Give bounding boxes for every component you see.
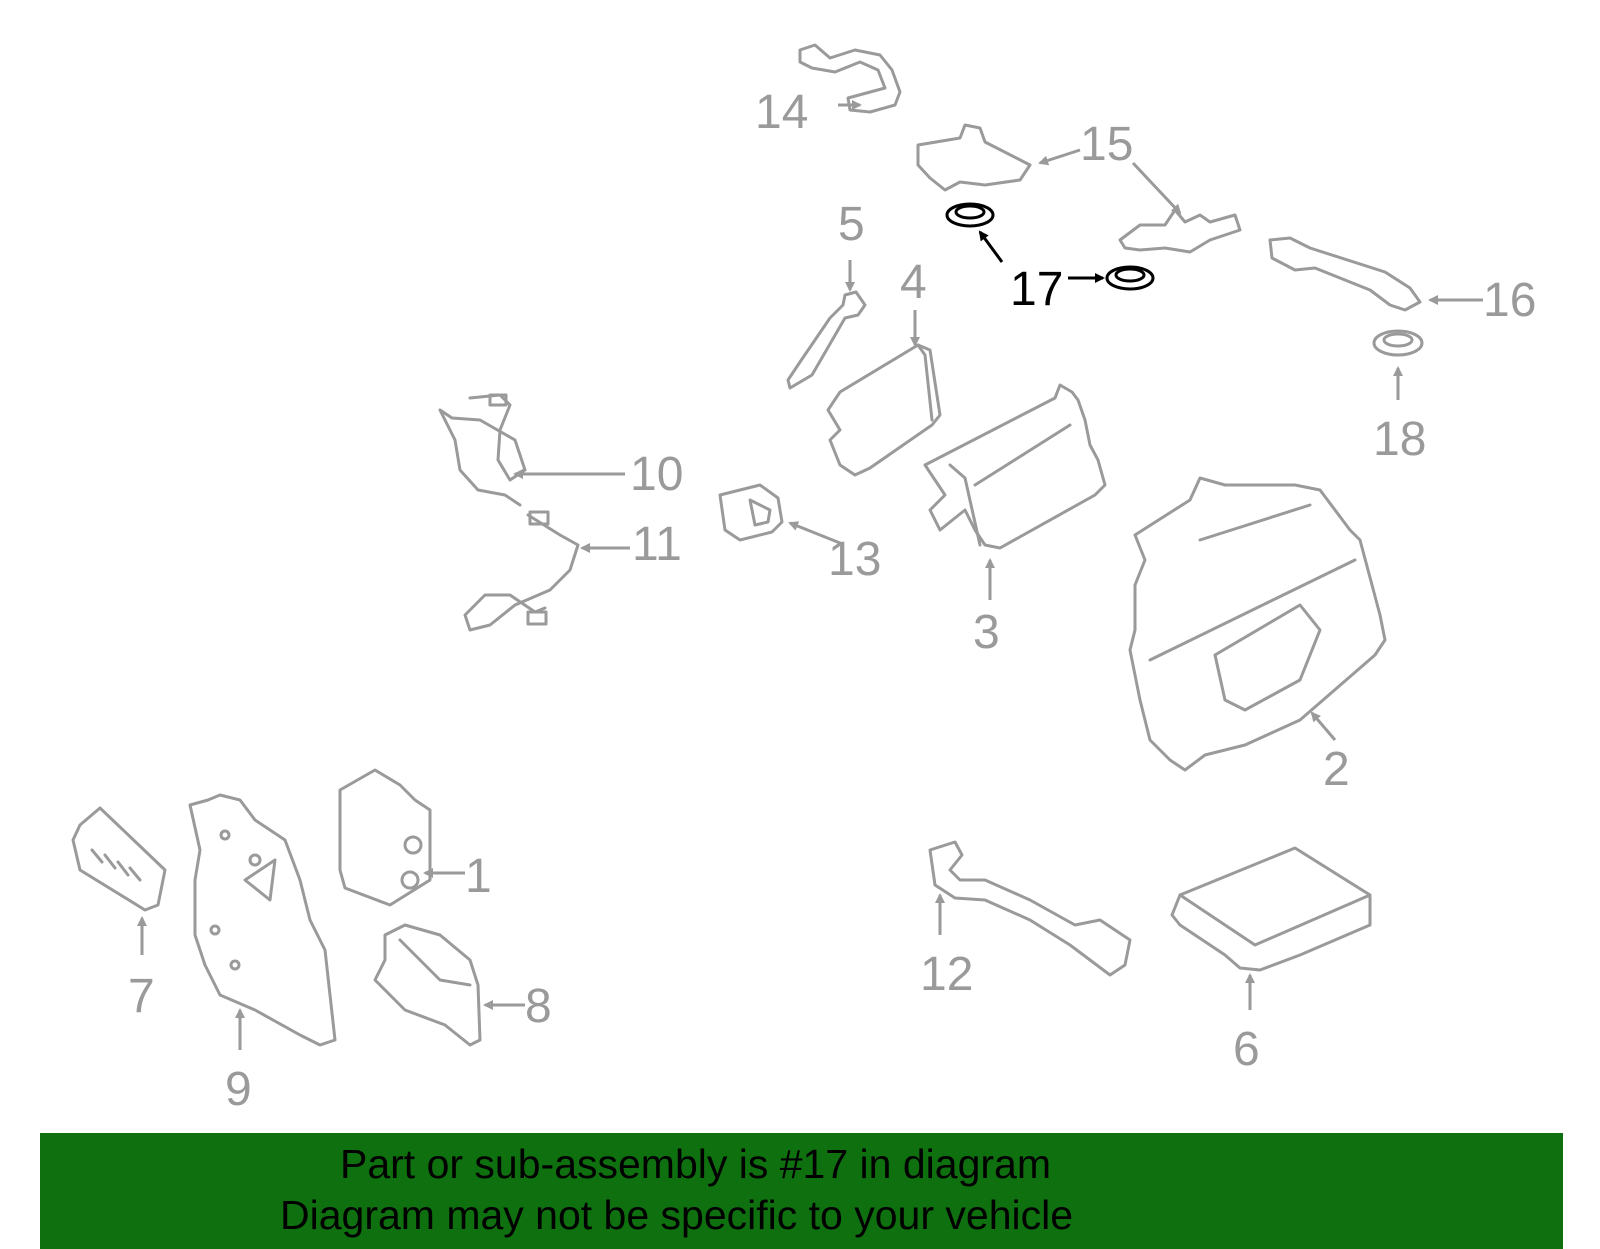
callout-6: 6 — [1233, 1023, 1260, 1076]
part-16[interactable]: 16 — [1268, 236, 1536, 327]
callout-11: 11 — [632, 518, 682, 571]
part-15[interactable]: 15 — [916, 118, 1242, 254]
part-6[interactable]: 6 — [1170, 846, 1372, 1076]
part-9[interactable]: 9 — [188, 793, 337, 1116]
part-17[interactable]: 17 — [945, 202, 1155, 316]
callout-7: 7 — [128, 970, 155, 1023]
callout-4: 4 — [900, 256, 927, 309]
part-5[interactable]: 5 — [786, 198, 867, 390]
part-13[interactable]: 13 — [718, 483, 881, 586]
part-2[interactable]: 2 — [1128, 476, 1387, 796]
callout-8: 8 — [525, 980, 552, 1033]
callout-18: 18 — [1373, 413, 1426, 466]
part-10[interactable]: 10 — [438, 393, 683, 507]
callout-3: 3 — [973, 606, 1000, 659]
part-14[interactable]: 14 — [755, 43, 902, 139]
part-18[interactable]: 18 — [1372, 329, 1426, 466]
info-banner: Part or sub-assembly is #17 in diagram D… — [40, 1133, 1563, 1249]
banner-line-2: Diagram may not be specific to your vehi… — [280, 1192, 1074, 1238]
banner-line-1: Part or sub-assembly is #17 in diagram — [340, 1141, 1051, 1187]
part-7[interactable]: 7 — [71, 806, 167, 1023]
part-4[interactable]: 4 — [826, 256, 942, 477]
callout-15: 15 — [1080, 118, 1133, 171]
part-3[interactable]: 3 — [923, 383, 1107, 659]
part-12[interactable]: 12 — [920, 840, 1132, 1001]
part-11[interactable]: 11 — [463, 510, 682, 632]
callout-9: 9 — [225, 1063, 252, 1116]
callout-14: 14 — [755, 86, 808, 139]
callout-5: 5 — [838, 198, 865, 251]
callout-12: 12 — [920, 948, 973, 1001]
callout-2: 2 — [1323, 743, 1350, 796]
part-1[interactable]: 1 — [338, 768, 492, 907]
callout-13: 13 — [828, 533, 881, 586]
callout-17: 17 — [1010, 263, 1063, 316]
callout-16: 16 — [1483, 274, 1536, 327]
callout-10: 10 — [630, 448, 683, 501]
callout-1: 1 — [465, 850, 492, 903]
part-8[interactable]: 8 — [373, 923, 552, 1047]
parts-diagram: 14 15 17 16 18 5 — [71, 43, 1536, 1116]
